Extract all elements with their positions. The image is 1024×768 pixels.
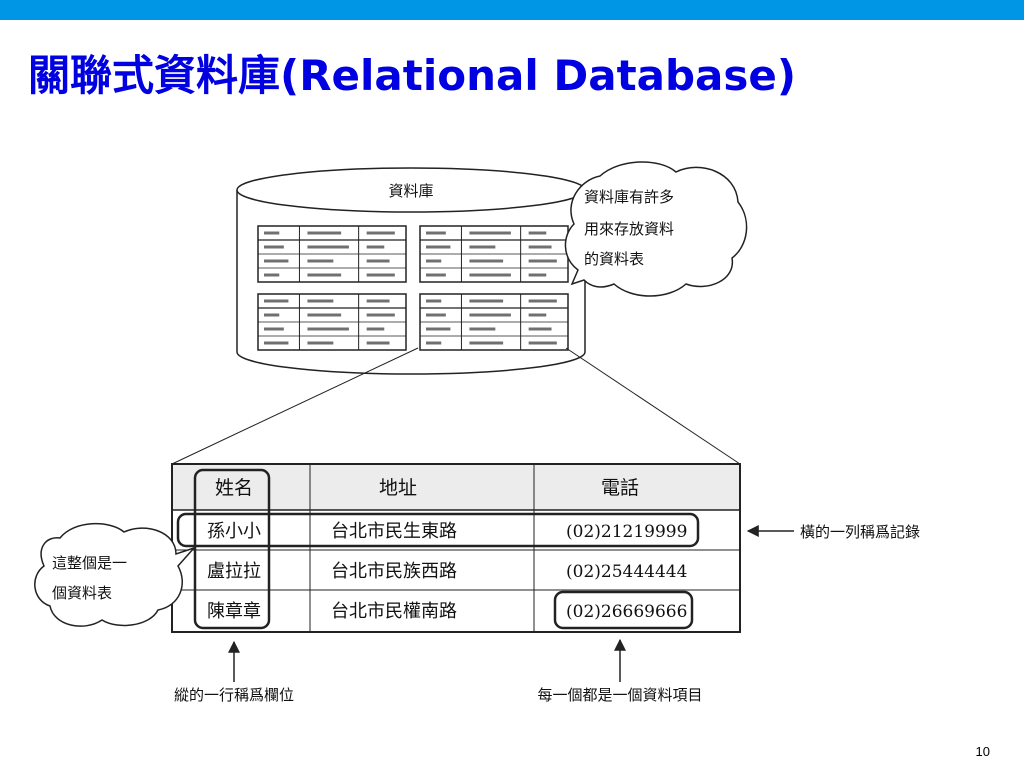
table-cell-row1-phone: (02)21219999 xyxy=(566,522,687,542)
mini-table-group xyxy=(257,225,569,351)
row-highlight-outline xyxy=(176,512,700,548)
mini-table-cell-bar xyxy=(469,245,496,249)
mini-table-cell-bar xyxy=(426,327,451,331)
mini-table-cell-bar xyxy=(469,341,504,345)
page-number: 10 xyxy=(975,744,990,759)
table-cell-row1-address: 台北市民生東路 xyxy=(331,521,457,542)
item-annotation: 每一個都是一個資料項目 xyxy=(537,686,702,704)
mini-table-cell-bar xyxy=(307,341,334,345)
cloud-callout-icon xyxy=(564,161,748,297)
mini-table-cell-bar xyxy=(307,299,334,303)
mini-table-cell-bar xyxy=(528,313,547,317)
mini-table-cell-bar xyxy=(426,231,446,235)
column-highlight-outline xyxy=(193,468,271,630)
mini-table-cell-bar xyxy=(307,259,334,263)
zoom-line-left xyxy=(171,347,419,465)
mini-table-cell-bar xyxy=(469,259,504,263)
database-bubble-line-2: 用來存放資料 xyxy=(584,220,674,238)
mini-table-cell-bar xyxy=(528,341,557,345)
mini-table-cell-bar xyxy=(426,341,442,345)
mini-table-cell-bar xyxy=(264,313,280,317)
mini-table-cell-bar xyxy=(307,327,349,331)
mini-table xyxy=(419,225,569,283)
mini-table-cell-bar xyxy=(528,259,557,263)
mini-table-cell-bar xyxy=(366,341,390,345)
slide-title-latin: (Relational Database) xyxy=(280,51,797,100)
mini-table-cell-bar xyxy=(264,327,284,331)
mini-table-cell-bar xyxy=(264,273,280,277)
mini-table-cell-bar xyxy=(528,245,552,249)
mini-table-cell-bar xyxy=(426,245,451,249)
table-cell-row3-name: 陳章章 xyxy=(207,601,261,622)
data-table: 姓名 地址 電話 孫小小 台北市民生東路 (02)21219999 盧拉拉 台北… xyxy=(171,463,741,633)
top-accent-bar xyxy=(0,0,1024,20)
table-bubble-line-2: 個資料表 xyxy=(52,584,112,602)
mini-table-cell-bar xyxy=(264,299,289,303)
table-cell-row2-phone: (02)25444444 xyxy=(566,562,687,582)
cloud-callout-icon xyxy=(34,522,197,627)
mini-table xyxy=(257,293,407,351)
mini-table-cell-bar xyxy=(307,273,342,277)
mini-table-cell-bar xyxy=(366,273,395,277)
mini-table-cell-bar xyxy=(366,245,385,249)
column-annotation: 縱的一行稱爲欄位 xyxy=(174,686,294,704)
database-bubble-line-1: 資料庫有許多 xyxy=(584,188,674,206)
mini-table-cell-bar xyxy=(366,327,385,331)
zoom-line-right xyxy=(565,347,741,465)
mini-table-cell-bar xyxy=(469,327,496,331)
table-cell-row3-address: 台北市民權南路 xyxy=(331,601,457,622)
mini-table-cell-bar xyxy=(469,313,511,317)
mini-table-cell-bar xyxy=(469,273,511,277)
mini-table xyxy=(257,225,407,283)
mini-table-cell-bar xyxy=(366,259,390,263)
table-cell-row2-address: 台北市民族西路 xyxy=(331,561,457,582)
mini-table-cell-bar xyxy=(426,259,442,263)
cell-highlight-outline xyxy=(553,590,694,630)
slide-title-cjk: 關聯式資料庫 xyxy=(28,51,281,100)
database-callout-bubble: 資料庫有許多 用來存放資料 的資料表 xyxy=(564,161,748,297)
mini-table-cell-bar xyxy=(426,313,446,317)
mini-table-cell-bar xyxy=(426,273,446,277)
slide-title: 關聯式資料庫(Relational Database) xyxy=(28,44,796,108)
table-cell-row3-phone: (02)26669666 xyxy=(566,602,687,622)
mini-table-cell-bar xyxy=(528,273,547,277)
mini-table-cell-bar xyxy=(264,245,284,249)
table-header-name: 姓名 xyxy=(215,477,253,499)
table-header-phone: 電話 xyxy=(601,477,639,499)
mini-table-cell-bar xyxy=(528,299,557,303)
database-label: 資料庫 xyxy=(388,182,433,200)
database-bubble-line-3: 的資料表 xyxy=(584,250,644,268)
mini-table-cell-bar xyxy=(528,327,552,331)
table-cell-row1-name: 孫小小 xyxy=(207,521,261,542)
mini-table-cell-bar xyxy=(264,341,289,345)
table-callout-bubble: 這整個是一 個資料表 xyxy=(34,522,197,627)
mini-table-cell-bar xyxy=(264,231,280,235)
mini-table-cell-bar xyxy=(469,231,511,235)
mini-table-cell-bar xyxy=(307,313,342,317)
mini-table-cell-bar xyxy=(366,299,390,303)
mini-table-cell-bar xyxy=(264,259,289,263)
mini-table xyxy=(419,293,569,351)
mini-table-cell-bar xyxy=(366,231,395,235)
mini-table-cell-bar xyxy=(426,299,442,303)
table-cell-row2-name: 盧拉拉 xyxy=(207,561,261,582)
mini-table-cell-bar xyxy=(307,231,342,235)
mini-table-cell-bar xyxy=(307,245,349,249)
mini-table-cell-bar xyxy=(469,299,504,303)
mini-table-cell-bar xyxy=(528,231,547,235)
row-annotation: 橫的一列稱爲記錄 xyxy=(800,523,920,541)
table-header-address: 地址 xyxy=(379,477,417,499)
table-bubble-line-1: 這整個是一 xyxy=(52,554,127,572)
mini-table-cell-bar xyxy=(366,313,395,317)
